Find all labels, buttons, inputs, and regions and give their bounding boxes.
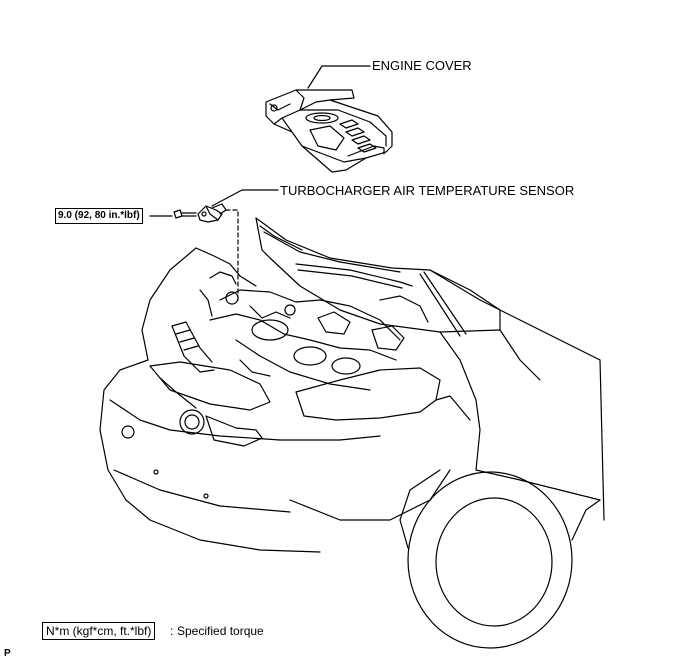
install-line <box>225 209 239 301</box>
legend-units-box: N*m (kgf*cm, ft.*lbf) <box>42 622 156 640</box>
engine-cover-label: ENGINE COVER <box>372 58 472 73</box>
sensor-drawing <box>197 203 227 223</box>
legend-separator: : <box>170 624 174 638</box>
engine-cover-drawing <box>265 89 393 173</box>
bolt-drawing <box>173 209 197 219</box>
legend-description: Specified torque <box>177 624 264 638</box>
reference-code: P <box>4 648 11 659</box>
torque-spec-box: 9.0 (92, 80 in.*lbf) <box>55 208 143 224</box>
vehicle-drawing <box>99 217 605 649</box>
sensor-label: TURBOCHARGER AIR TEMPERATURE SENSOR <box>280 183 575 198</box>
sensor-leader <box>211 189 279 207</box>
engine-cover-leader <box>307 65 371 89</box>
